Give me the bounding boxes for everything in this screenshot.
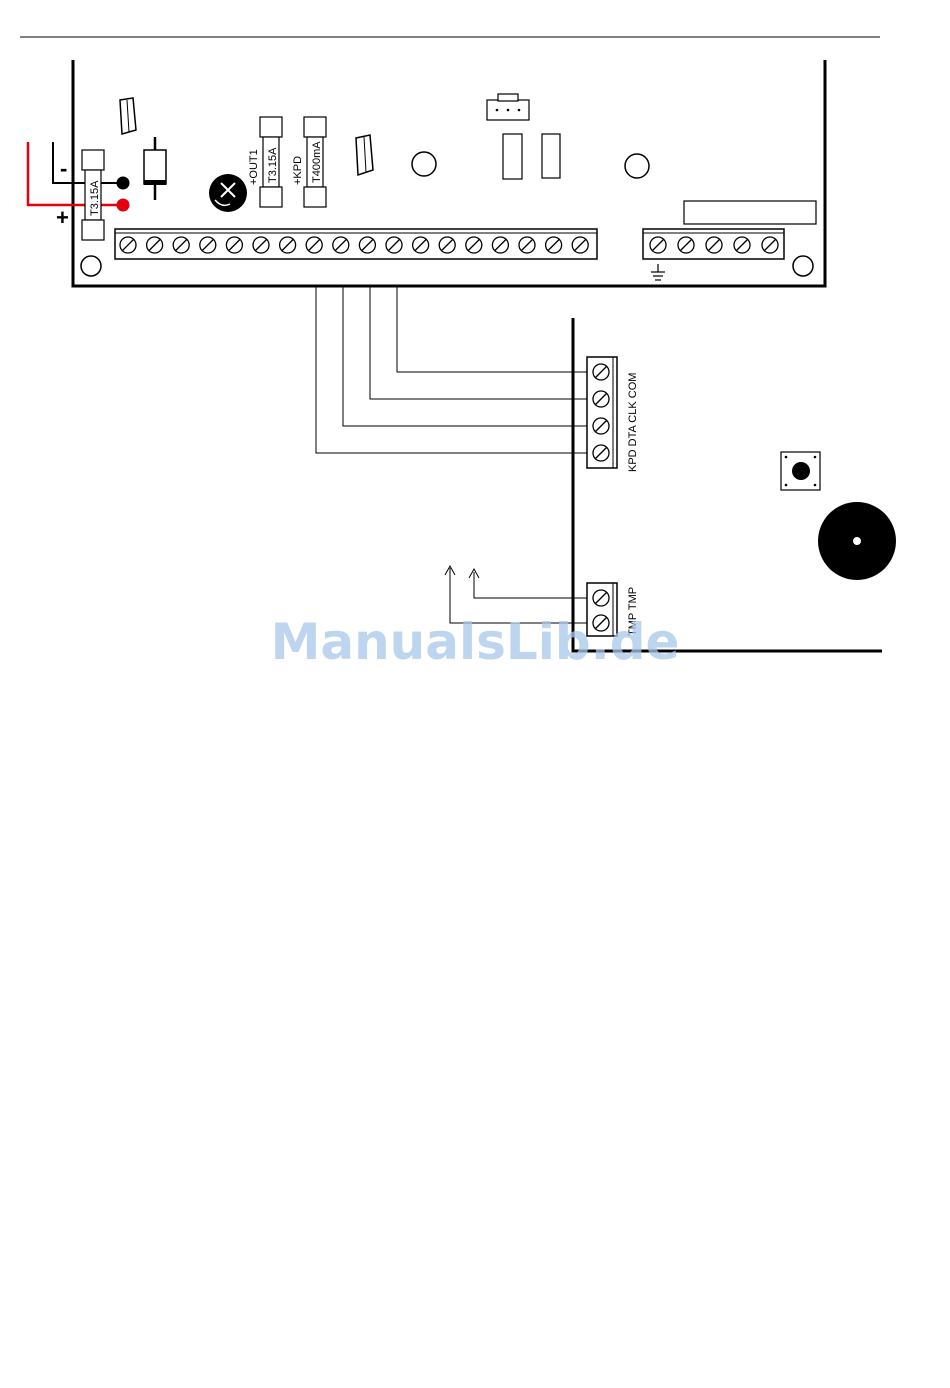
- diode: [144, 137, 166, 200]
- wire-clk: [370, 287, 587, 399]
- keypad-bus-wires: [316, 287, 587, 453]
- mounting-hole-right: [793, 256, 813, 276]
- terminal-screw: [466, 237, 482, 253]
- terminal-screw: [678, 237, 694, 253]
- led-right: [625, 154, 649, 178]
- crystal-component: [209, 174, 247, 212]
- control-board: - + T3.15A: [28, 60, 825, 286]
- relay-middle: [356, 135, 373, 175]
- ground-icon: [651, 264, 665, 280]
- keypad-bus-terminal: [587, 357, 617, 468]
- plus-wire: [28, 142, 122, 205]
- terminal-screw: [492, 237, 508, 253]
- terminal-screw: [706, 237, 722, 253]
- terminal-screw: [386, 237, 402, 253]
- terminal-screw: [200, 237, 216, 253]
- keypad-bus-screw: [593, 418, 609, 434]
- terminal-screw: [359, 237, 375, 253]
- wire-dta: [343, 287, 587, 426]
- buzzer: [818, 502, 896, 580]
- terminal-screw: [546, 237, 562, 253]
- terminal-screw: [439, 237, 455, 253]
- fuse-out1-name: +OUT1: [248, 149, 260, 185]
- fuse-kpd: T400mA +KPD: [292, 117, 326, 207]
- minus-terminal: [117, 177, 130, 190]
- header-connector: [487, 94, 529, 120]
- terminal-screw: [120, 237, 136, 253]
- terminal-screw: [333, 237, 349, 253]
- tamper-switch: [781, 452, 820, 490]
- terminal-screw: [280, 237, 296, 253]
- terminal-screw: [253, 237, 269, 253]
- wire-kpd: [316, 287, 587, 453]
- watermark: ManualsLib.de: [271, 613, 680, 671]
- keypad-bus-screw: [593, 445, 609, 461]
- terminal-screw: [226, 237, 242, 253]
- minus-label: -: [60, 156, 67, 181]
- plus-label: +: [56, 205, 69, 230]
- fuse-kpd-name: +KPD: [292, 156, 304, 185]
- terminal-screw: [519, 237, 535, 253]
- keypad-module: KPD DTA CLK COM TMP TMP: [445, 318, 896, 651]
- wire-com: [397, 287, 587, 372]
- terminal-screw: [762, 237, 778, 253]
- fuse-out1: T3.15A +OUT1: [248, 117, 282, 207]
- terminal-screw: [306, 237, 322, 253]
- right-terminal-strip: [643, 229, 784, 259]
- fuse-input-label: T3.15A: [89, 180, 101, 216]
- main-terminal-strip: [115, 229, 597, 259]
- mounting-hole-left: [81, 256, 101, 276]
- terminal-screw: [650, 237, 666, 253]
- terminal-screw: [734, 237, 750, 253]
- component-rect-1: [503, 134, 522, 179]
- keypad-bus-labels: KPD DTA CLK COM: [627, 373, 639, 472]
- component-rect-2: [542, 134, 560, 178]
- terminal-screw: [147, 237, 163, 253]
- relay-left: [120, 98, 136, 134]
- terminal-screw: [173, 237, 189, 253]
- fuse-out1-rating: T3.15A: [267, 147, 279, 183]
- keypad-bus-screw: [593, 391, 609, 407]
- label-plate: [684, 201, 816, 224]
- fuse-kpd-rating: T400mA: [311, 141, 323, 183]
- keypad-board-outline: [573, 318, 882, 651]
- fuse-input: T3.15A: [82, 150, 104, 240]
- terminal-screw: [572, 237, 588, 253]
- led-left: [412, 152, 436, 176]
- plus-terminal: [117, 199, 130, 212]
- keypad-tamper-screw: [593, 590, 609, 606]
- keypad-bus-screw: [593, 364, 609, 380]
- terminal-screw: [413, 237, 429, 253]
